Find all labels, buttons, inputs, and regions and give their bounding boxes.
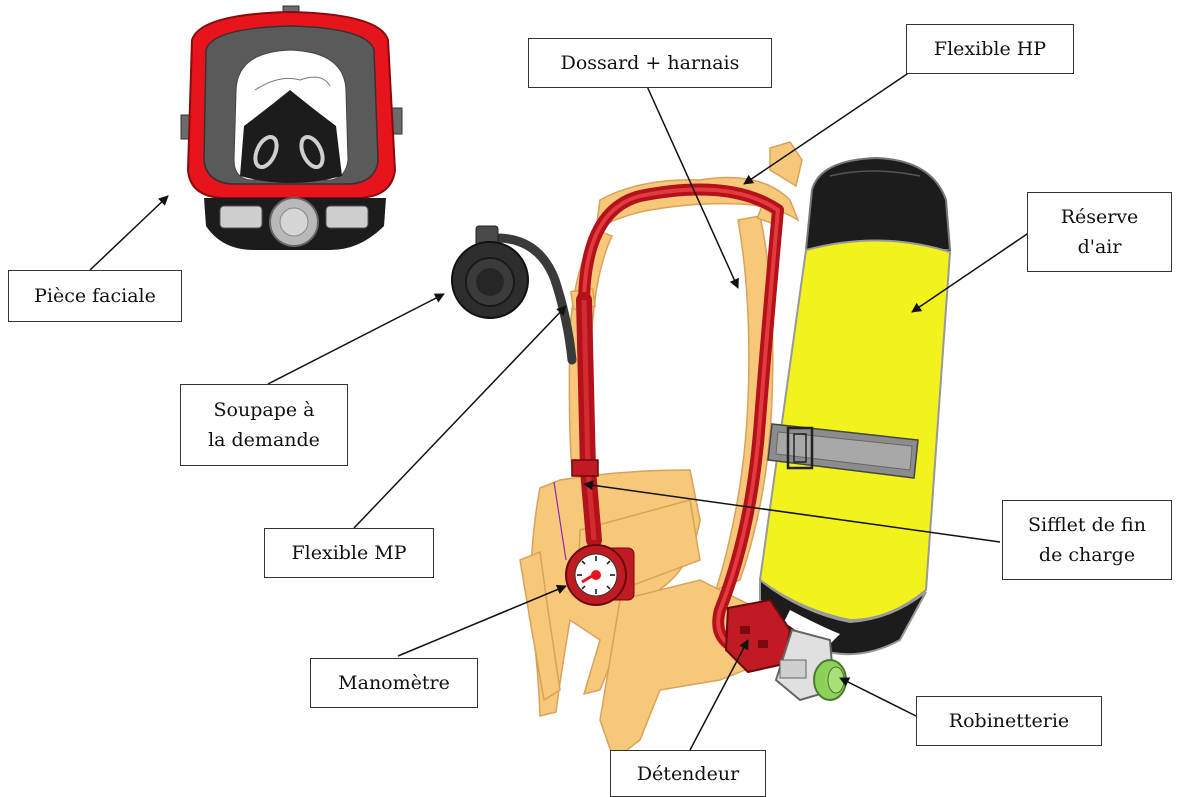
label-dossard-harnais: Dossard + harnais	[528, 38, 772, 88]
label-soupape-demande: Soupape à la demande	[180, 384, 348, 466]
air-cylinder-drawing	[760, 158, 950, 654]
label-text: Pièce faciale	[34, 281, 156, 311]
label-manometre: Manomètre	[310, 658, 478, 708]
pressure-gauge-drawing	[566, 545, 634, 605]
label-text-line1: Sifflet de fin	[1028, 510, 1146, 540]
label-text-line2: la demande	[208, 425, 320, 455]
label-text-line2: d'air	[1078, 232, 1122, 262]
label-robinetterie: Robinetterie	[916, 696, 1102, 746]
label-text-line1: Réserve	[1061, 202, 1139, 232]
label-detendeur: Détendeur	[610, 750, 766, 797]
label-piece-faciale: Pièce faciale	[8, 270, 182, 322]
label-flexible-hp: Flexible HP	[906, 24, 1074, 74]
label-text-line1: Soupape à	[214, 395, 315, 425]
label-text: Flexible HP	[934, 34, 1046, 64]
face-mask-drawing	[181, 6, 402, 250]
label-text: Robinetterie	[949, 706, 1069, 736]
label-text: Manomètre	[338, 668, 450, 698]
whistle-drawing	[572, 460, 598, 476]
label-text: Détendeur	[637, 759, 739, 789]
label-text: Flexible MP	[291, 538, 406, 568]
label-text-line2: de charge	[1039, 540, 1135, 570]
label-flexible-mp: Flexible MP	[264, 528, 434, 578]
label-sifflet: Sifflet de fin de charge	[1002, 500, 1172, 580]
label-text: Dossard + harnais	[561, 48, 740, 78]
label-reserve-air: Réserve d'air	[1027, 192, 1172, 272]
